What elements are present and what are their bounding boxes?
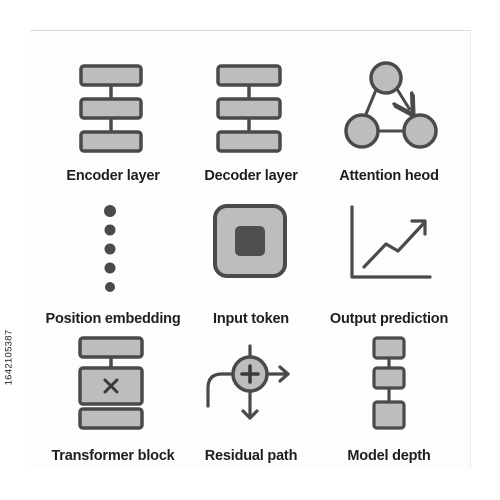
transformer-block-cell: Transformer block	[40, 336, 186, 466]
stock-id-value: 1642105387	[3, 329, 15, 386]
position-embedding-cell: Position embedding	[40, 199, 186, 329]
model-depth-label: Model depth	[347, 448, 431, 464]
output-prediction-label: Output prediction	[329, 311, 449, 327]
residual-path-label: Residual path	[204, 448, 298, 464]
input-token-cell: Input token	[178, 199, 324, 329]
decoder-layer-icon	[216, 64, 282, 153]
stock-id-text: 1642105387	[2, 300, 18, 420]
attention-head-cell: Attention heod	[316, 56, 462, 186]
transformer-block-label: Transformer block	[51, 448, 175, 464]
encoder-layer-label: Encoder layer	[66, 168, 160, 184]
icon-sheet: Encoder layer Decoder layer	[30, 30, 471, 469]
model-depth-icon	[372, 336, 406, 430]
input-token-label: Input token	[213, 311, 289, 327]
attention-head-icon	[344, 61, 438, 149]
model-depth-cell: Model depth	[316, 336, 462, 466]
decoder-layer-cell: Decoder layer	[178, 56, 324, 186]
transformer-block-icon	[78, 336, 144, 430]
encoder-layer-cell: Encoder layer	[40, 56, 186, 186]
residual-path-icon	[206, 344, 290, 420]
residual-path-cell: Residual path	[178, 336, 324, 466]
encoder-layer-icon	[79, 64, 143, 153]
attention-head-label: Attention heod	[339, 168, 439, 184]
output-prediction-icon	[350, 205, 432, 279]
position-embedding-label: Position embedding	[45, 311, 181, 327]
output-prediction-cell: Output prediction	[316, 199, 462, 329]
position-embedding-icon	[104, 205, 116, 292]
input-token-icon	[213, 204, 287, 278]
decoder-layer-label: Decoder layer	[204, 168, 298, 184]
